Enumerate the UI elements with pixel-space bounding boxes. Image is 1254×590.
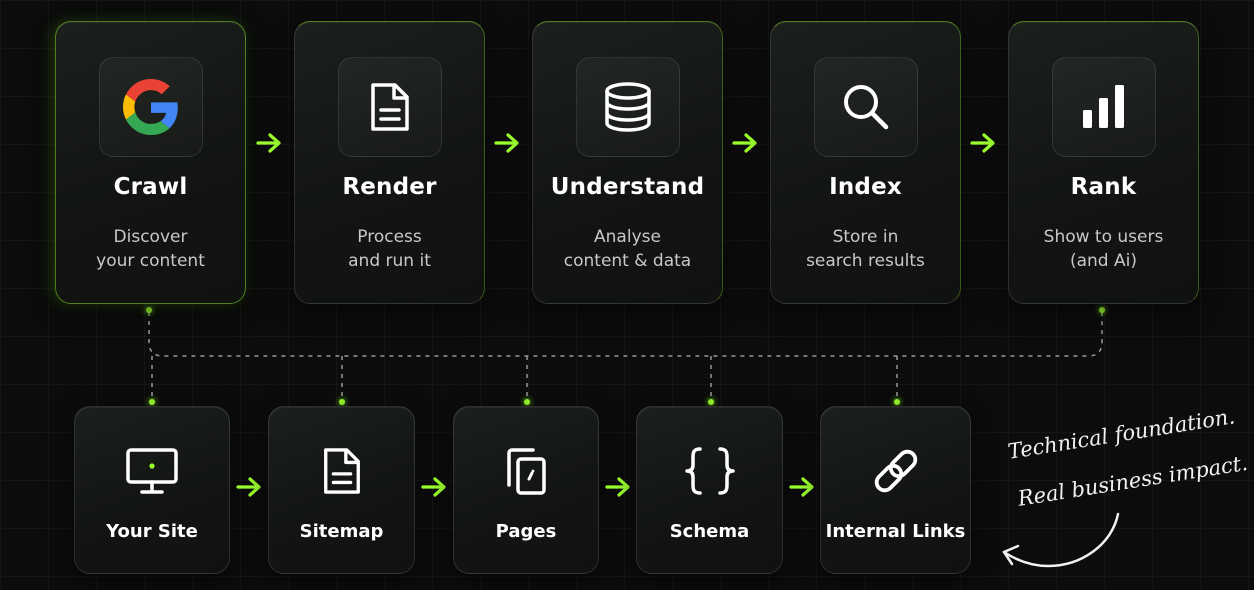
monitor-icon xyxy=(75,443,229,499)
pages-icon xyxy=(454,443,598,499)
link-icon xyxy=(821,443,970,499)
search-icon xyxy=(813,57,918,157)
arrow-right-icon xyxy=(605,477,630,497)
foundation-sitemap: Sitemap xyxy=(268,406,415,574)
connector-dot xyxy=(149,399,155,405)
pipeline-step-crawl: Crawl Discover your content xyxy=(55,21,246,304)
pipeline-step-index: Index Store in search results xyxy=(770,21,961,304)
connector-dot xyxy=(524,399,530,405)
connector-dot xyxy=(708,399,714,405)
arrow-right-icon xyxy=(970,133,995,153)
connector-dot xyxy=(1099,307,1105,313)
foundation-title: Schema xyxy=(669,521,750,542)
arrow-right-icon xyxy=(236,477,261,497)
foundation-title: Pages xyxy=(495,521,557,542)
foundation-title: Your Site xyxy=(106,521,198,542)
step-title: Rank xyxy=(1070,174,1137,200)
arrow-right-icon xyxy=(494,133,519,153)
step-description: Store in search results xyxy=(806,227,925,271)
arrow-right-icon xyxy=(789,477,814,497)
foundation-your-site: Your Site xyxy=(74,406,230,574)
step-title: Understand xyxy=(550,174,705,200)
step-title: Render xyxy=(342,174,437,200)
foundation-internal-links: Internal Links xyxy=(820,406,971,574)
document-icon xyxy=(337,57,442,157)
google-g-icon xyxy=(98,57,203,157)
connector-dot xyxy=(339,399,345,405)
foundation-schema: Schema xyxy=(636,406,783,574)
pipeline-step-understand: Understand Analyse content & data xyxy=(532,21,723,304)
document-icon xyxy=(269,443,414,499)
bar-chart-icon xyxy=(1051,57,1156,157)
foundation-title: Internal Links xyxy=(825,521,966,542)
foundation-title: Sitemap xyxy=(299,521,384,542)
step-description: Discover your content xyxy=(96,227,205,271)
arrow-right-icon xyxy=(421,477,446,497)
braces-icon xyxy=(637,443,782,499)
pipeline-step-render: Render Process and run it xyxy=(294,21,485,304)
arrow-right-icon xyxy=(732,133,757,153)
connector-dot xyxy=(146,307,152,313)
curved-arrow-icon xyxy=(1002,512,1120,568)
database-icon xyxy=(575,57,680,157)
step-title: Crawl xyxy=(113,174,188,200)
step-description: Analyse content & data xyxy=(563,227,692,271)
pipeline-step-rank: Rank Show to users (and Ai) xyxy=(1008,21,1199,304)
step-description: Show to users (and Ai) xyxy=(1043,227,1164,271)
foundation-pages: Pages xyxy=(453,406,599,574)
step-description: Process and run it xyxy=(348,227,431,271)
connector-dot xyxy=(894,399,900,405)
arrow-right-icon xyxy=(256,133,281,153)
step-title: Index xyxy=(829,174,902,200)
